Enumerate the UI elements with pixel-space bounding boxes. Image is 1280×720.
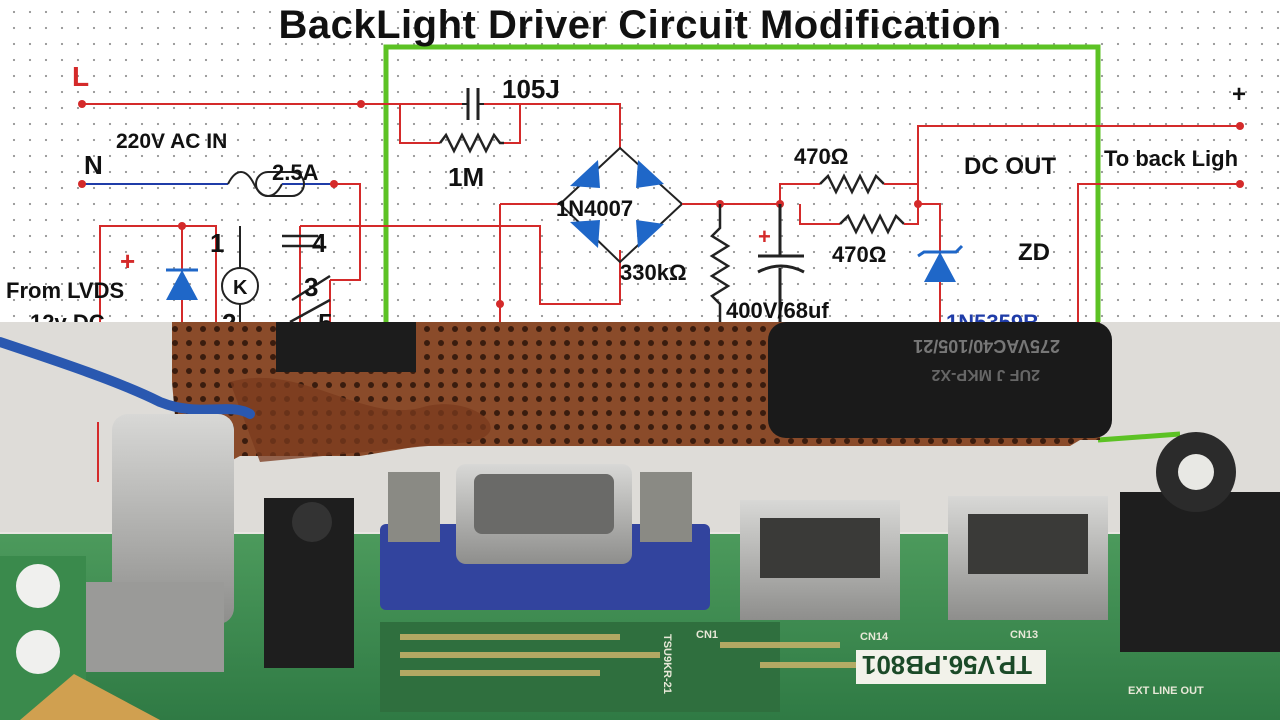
label-relay-pin1: 1 [210,228,224,258]
label-line: L [72,61,89,92]
silk-cn1: CN1 [696,629,718,641]
label-400v: 400V/68uf [726,298,829,322]
label-relay-pin2: 2 [222,308,236,322]
label-relay-pin5: 5 [318,308,332,322]
label-zd: ZD [1018,239,1050,266]
schematic-panel [0,0,1280,322]
label-cap-plus: + [758,224,771,249]
label-to-backlight: To back Ligh [1104,146,1238,171]
lvds-diode-icon [166,268,198,300]
label-105j: 105J [502,74,560,104]
film-cap-marking: 275VAC40/105/21 [913,336,1060,356]
silk-cn14: CN14 [860,631,889,643]
label-ac-in: 220V AC IN [116,130,227,153]
silk-tsu: TSU9KR-21 [661,634,673,694]
label-zener-part: 1N5359B [946,310,1039,322]
film-cap-marking2: 2UF J MKP-X2 [931,366,1040,383]
zener-diode-icon [917,244,964,282]
hdmi-port-1 [740,500,900,620]
silk-line-out: EXT LINE OUT [1128,685,1204,697]
label-bridge: 1N4007 [556,196,633,221]
resistor-470-pair [779,125,1240,322]
label-470-top: 470Ω [794,144,848,169]
label-fuse: 2.5A [272,160,319,185]
board-model-label: TP.V56.PB801 [862,650,1032,680]
label-relay-pin3: 3 [304,272,318,302]
label-lvds-dc: 12v DC [30,310,105,322]
label-relay-pin4: 4 [312,228,327,258]
label-330k: 330kΩ [620,260,687,285]
page-title: BackLight Driver Circuit Modification [278,3,1002,47]
av-jack-right [1120,492,1280,652]
label-dc-out: DC OUT [964,153,1056,180]
relay-contact-icon [282,234,331,322]
modification-frame [383,44,1101,322]
label-1m: 1M [448,162,484,192]
hdmi-port-2 [948,496,1108,620]
rca-socket-left [112,414,234,624]
resistor-1m [439,132,504,154]
label-470-bottom: 470Ω [832,242,886,267]
resistor-330k [709,204,731,322]
fuse-icon [255,171,305,197]
silk-cn13: CN13 [1010,629,1038,641]
label-relay-k: K [233,277,248,299]
label-plus-out: + [1232,81,1246,108]
line-wire [82,103,621,148]
film-capacitor [768,322,1112,438]
blue-wire [0,337,255,419]
schematic-diagram: L N 220V AC IN 2.5A 105J 1M 1N4007 470Ω … [6,44,1246,322]
capacitor-105j [466,88,480,120]
label-from-lvds: From LVDS [6,278,124,303]
board-photo: 275VAC40/105/21 2UF J MKP-X2 [0,322,1280,720]
label-lvds-plus: + [120,246,135,276]
label-neutral: N [84,150,103,180]
capacitor-400v [757,204,805,322]
bridge-diode-icons [570,160,664,248]
